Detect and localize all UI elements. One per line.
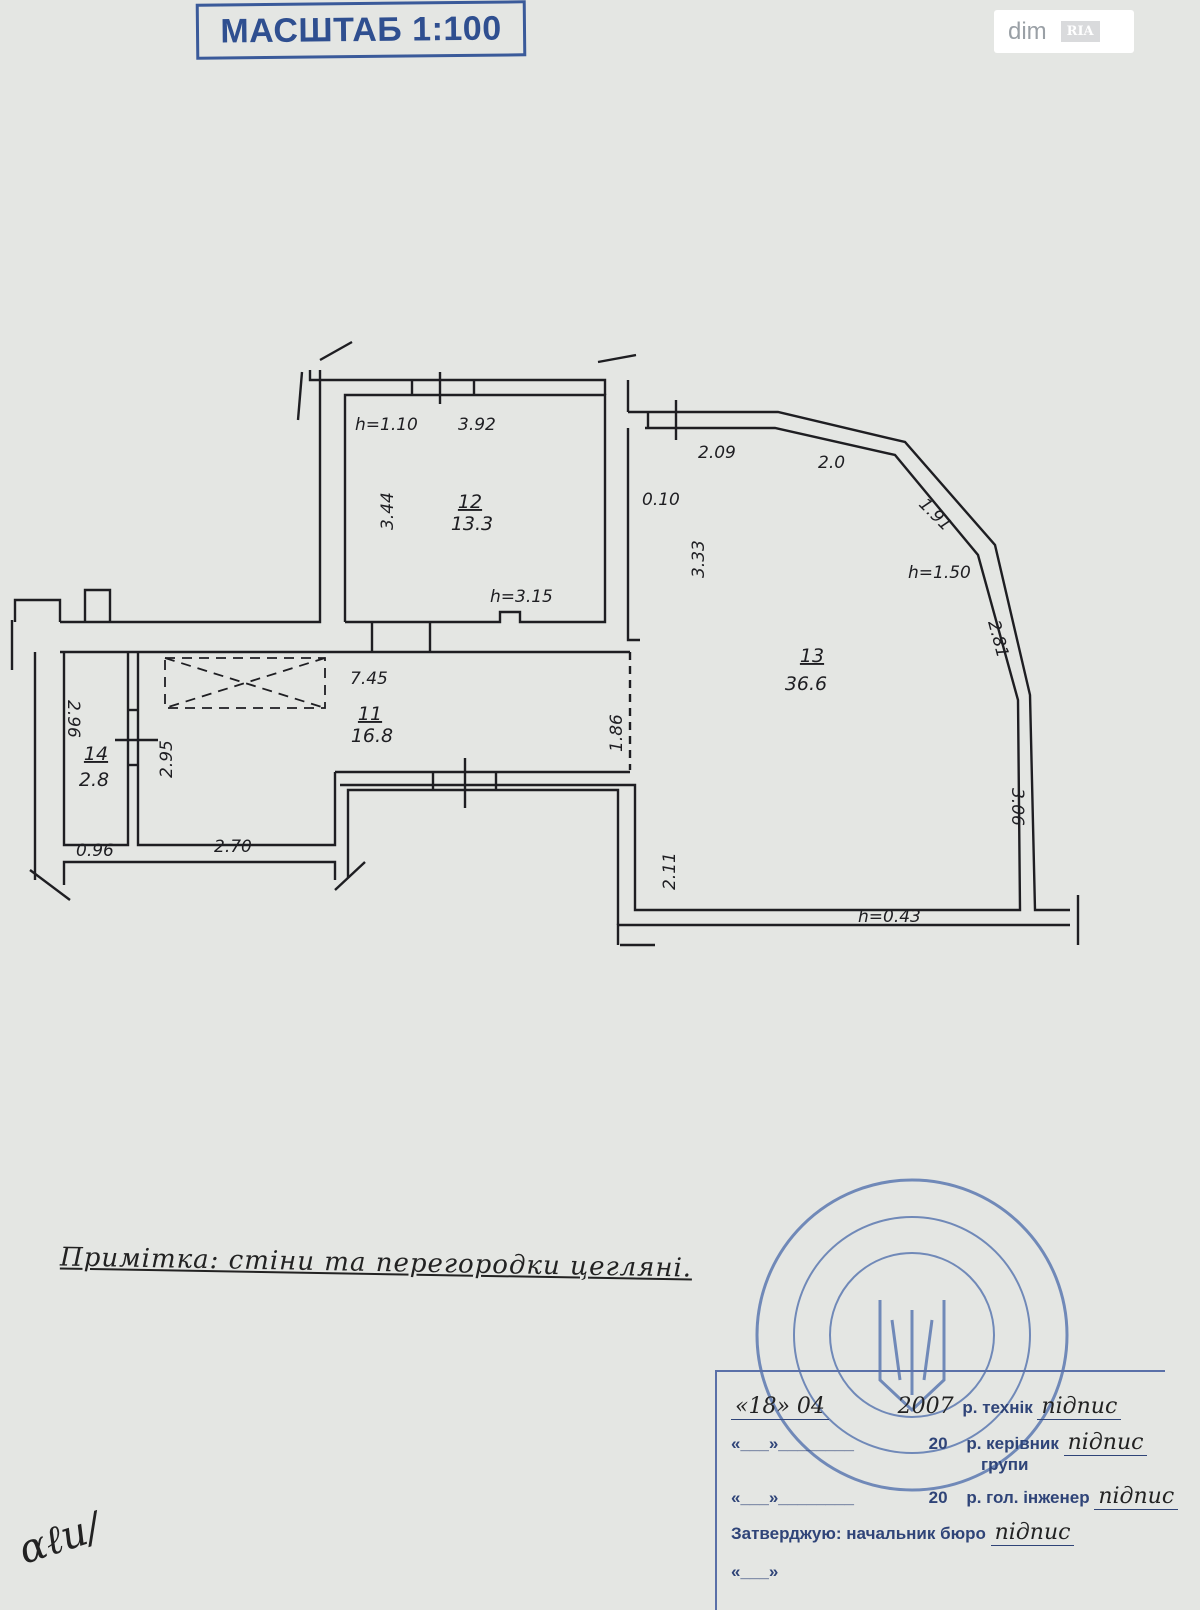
dim-label: 3.06	[1007, 788, 1027, 826]
role-label-2: групи	[981, 1455, 1029, 1474]
dim-label: 1.91	[914, 494, 955, 535]
signature-block: «18» 04 2007 р. технік підпис «___»_____…	[715, 1370, 1179, 1610]
room-14-number: 14	[84, 743, 108, 765]
date-field: «18» 04	[731, 1394, 829, 1420]
dim-label: 2.0	[818, 453, 845, 473]
role-label: Затверджую: начальник бюро	[731, 1524, 986, 1543]
dim-label: h=1.10	[355, 415, 418, 435]
signature-row-technician: «18» 04 2007 р. технік підпис	[731, 1394, 1122, 1420]
room-12-number: 12	[458, 491, 482, 513]
dim-label: 3.92	[458, 415, 496, 435]
date-field: «___»	[731, 1562, 779, 1581]
date-field: «___»________	[731, 1434, 854, 1453]
dim-label: 2.96	[63, 700, 83, 738]
dim-label: 2.70	[214, 837, 252, 857]
room-13-area: 36.6	[785, 673, 827, 695]
date-field: «___»________	[731, 1488, 854, 1507]
dim-label: 3.33	[689, 540, 709, 578]
signature-field: підпис	[1037, 1394, 1122, 1420]
dim-label: 2.11	[660, 852, 680, 890]
role-label: р. гол. інженер	[966, 1488, 1090, 1507]
dim-label: 2.95	[157, 740, 177, 778]
signature-row-chief-engineer: «___»________ 20 р. гол. інженер підпис	[731, 1484, 1179, 1510]
dim-label: h=3.15	[490, 587, 553, 607]
trident-icon	[878, 1300, 946, 1413]
dim-label: 2.09	[698, 443, 736, 463]
dim-label: 3.44	[378, 492, 398, 530]
dim-label: 1.86	[607, 714, 627, 752]
dim-label: 0.10	[642, 490, 680, 510]
dim-label: h=0.43	[858, 907, 921, 927]
room-11-area: 16.8	[351, 725, 393, 747]
walls	[10, 340, 1080, 947]
stair-opening	[164, 657, 326, 709]
signature-row-bureau-head: Затверджую: начальник бюро підпис	[731, 1520, 1075, 1546]
dim-label: 7.45	[350, 669, 388, 689]
room-13-number: 13	[800, 645, 824, 667]
signature-field: підпис	[1094, 1484, 1179, 1510]
year-field: 20	[928, 1488, 948, 1507]
logo-ria: RIA	[1060, 21, 1100, 42]
signature-field: підпис	[990, 1520, 1075, 1546]
room-14-area: 2.8	[79, 769, 109, 791]
signature-row-group-head: «___»________ 20 р. керівник підпис груп…	[731, 1430, 1148, 1475]
year-field: 2007	[897, 1394, 954, 1419]
official-stamp	[755, 1178, 1069, 1492]
role-label: р. керівник	[966, 1434, 1059, 1453]
room-11-number: 11	[358, 703, 382, 725]
role-label: р. технік	[962, 1398, 1033, 1417]
signature-field: підпис	[1063, 1430, 1148, 1456]
dim-label: 2.81	[983, 618, 1012, 660]
dimria-logo: dim RIA	[994, 10, 1134, 53]
signature-row-date: «___»	[731, 1562, 778, 1582]
dim-label: 0.96	[76, 841, 114, 861]
logo-dim: dim	[1008, 17, 1047, 45]
year-field: 20	[928, 1434, 948, 1453]
room-12-area: 13.3	[451, 513, 493, 535]
dim-label: h=1.50	[908, 563, 971, 583]
